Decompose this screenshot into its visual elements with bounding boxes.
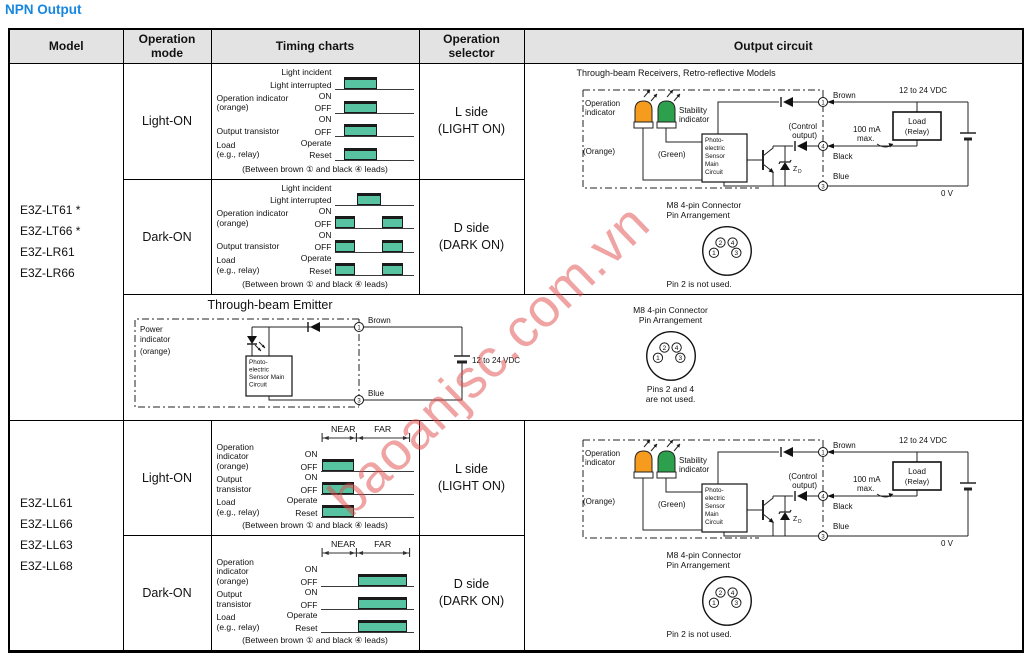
svg-text:electric: electric <box>249 366 269 373</box>
svg-text:Brown: Brown <box>368 316 391 325</box>
near-far-ruler: NEAR FAR <box>321 425 410 442</box>
selector-g2-dark: D side (DARK ON) <box>418 534 525 652</box>
m8-connector-block: M8 4-pin Connector Pin Arrangement Pin 2… <box>667 550 787 639</box>
waveform <box>334 207 414 230</box>
page-title: NPN Output <box>5 2 82 17</box>
near-far-ruler: NEAR FAR <box>321 540 410 557</box>
svg-text:Power: Power <box>140 325 163 334</box>
waveform <box>320 496 414 518</box>
svg-text:3: 3 <box>357 398 361 404</box>
emitter-row-cell: Through-beam Emitter Power indicator (or… <box>122 293 1024 421</box>
terminal-1-icon: 1 <box>353 321 364 332</box>
model-name: E3Z-LL68 <box>20 559 73 573</box>
mode-cell-g2-light: Light-ON <box>122 419 212 536</box>
waveform <box>320 473 414 495</box>
model-name: E3Z-LR66 <box>20 265 75 280</box>
model-name: E3Z-LL66 <box>20 517 73 531</box>
waveform <box>320 611 414 633</box>
timing-chart-g1-light: Light incident Light interrupted Operati… <box>210 62 420 180</box>
waveform <box>334 68 414 90</box>
svg-text:NEAR: NEAR <box>330 425 355 434</box>
waveform <box>334 254 414 277</box>
header-timing-charts: Timing charts <box>210 28 420 64</box>
tc-caption: (Between brown ① and black ④ leads) <box>242 163 388 174</box>
mode-cell-g2-dark: Dark-ON <box>122 534 212 652</box>
emitter-title: Through-beam Emitter <box>207 297 333 312</box>
circuit-heading: Through-beam Receivers, Retro-reflective… <box>576 67 776 78</box>
timing-chart-g1-dark: Light incident Light interrupted Operati… <box>210 178 420 295</box>
waveform <box>320 565 414 587</box>
m8-connector-block: M8 4-pin Connector Pin Arrangement Pins … <box>606 305 736 404</box>
svg-text:12 to 24 VDC: 12 to 24 VDC <box>472 356 520 365</box>
sensor-boundary <box>134 318 359 407</box>
m8-note: Pin 2 is not used. <box>666 278 732 289</box>
model-cell-group2: E3Z-LL61 E3Z-LL66 E3Z-LL63 E3Z-LL68 <box>8 419 124 652</box>
output-circuit-svg <box>581 434 977 548</box>
m8-connector-icon <box>701 225 752 276</box>
svg-text:1: 1 <box>357 325 361 331</box>
model-name: E3Z-LR61 <box>20 244 75 259</box>
tc-caption: (Between brown ① and black ④ leads) <box>242 279 388 289</box>
led-symbol-icon <box>246 335 265 351</box>
model-name: E3Z-LL61 <box>20 496 73 510</box>
selector-g1-dark: D side (DARK ON) <box>418 178 525 295</box>
model-name: E3Z-LT66 * <box>20 223 81 238</box>
tc-label: Light incident <box>281 67 332 77</box>
main-circuit-box <box>244 354 293 397</box>
terminal-3-icon: 3 <box>353 394 364 405</box>
m8-note: Pins 2 and 4 <box>646 383 695 394</box>
m8-connector-icon <box>645 330 696 381</box>
waveform <box>320 450 414 472</box>
tc-caption: (Between brown ① and black ④ leads) <box>242 520 388 530</box>
selector-g2-light: L side (LIGHT ON) <box>418 419 525 536</box>
svg-text:FAR: FAR <box>374 540 391 549</box>
waveform <box>334 92 414 114</box>
waveform <box>334 231 414 253</box>
header-operation-mode: Operation mode <box>122 28 212 64</box>
waveform <box>334 139 414 161</box>
selector-g1-light: L side (LIGHT ON) <box>418 62 525 180</box>
svg-text:Sensor Main: Sensor Main <box>249 374 285 381</box>
header-model: Model <box>8 28 124 64</box>
waveform <box>334 115 414 138</box>
mode-cell-g1-dark: Dark-ON <box>122 178 212 295</box>
output-circuit-cell-group1: Through-beam Receivers, Retro-reflective… <box>523 62 1024 295</box>
svg-text:FAR: FAR <box>374 425 391 434</box>
model-name: E3Z-LL63 <box>20 538 73 552</box>
npn-output-table: Model Operation mode Timing charts Opera… <box>8 28 1024 653</box>
m8-note: Pin 2 is not used. <box>666 628 732 639</box>
diode-icon <box>306 321 320 332</box>
output-circuit-cell-group2: M8 4-pin Connector Pin Arrangement Pin 2… <box>523 419 1024 652</box>
svg-text:Blue: Blue <box>368 389 385 398</box>
m8-connector-block: M8 4-pin Connector Pin Arrangement Pin 2… <box>667 200 787 289</box>
mode-cell-g1-light: Light-ON <box>122 62 212 180</box>
header-output-circuit: Output circuit <box>523 28 1024 64</box>
svg-text:NEAR: NEAR <box>330 540 355 549</box>
battery-icon <box>453 326 470 400</box>
emitter-circuit-svg: Power indicator (orange) <box>134 316 520 407</box>
tc-caption: (Between brown ① and black ④ leads) <box>242 635 388 645</box>
tc-label: Light interrupted <box>270 79 332 90</box>
svg-text:Photo-: Photo- <box>249 359 268 366</box>
waveform <box>334 184 414 206</box>
header-operation-selector: Operation selector <box>418 28 525 64</box>
model-cell-group1: E3Z-LT61 * E3Z-LT66 * E3Z-LR61 E3Z-LR66 <box>8 62 124 421</box>
model-name: E3Z-LT61 * <box>20 202 81 217</box>
output-circuit-svg <box>581 84 977 198</box>
waveform <box>320 588 414 610</box>
svg-text:indicator: indicator <box>140 335 171 344</box>
m8-note: are not used. <box>645 393 696 404</box>
m8-connector-icon <box>701 575 752 626</box>
svg-text:Circuit: Circuit <box>249 381 267 388</box>
svg-text:(orange): (orange) <box>140 347 171 356</box>
